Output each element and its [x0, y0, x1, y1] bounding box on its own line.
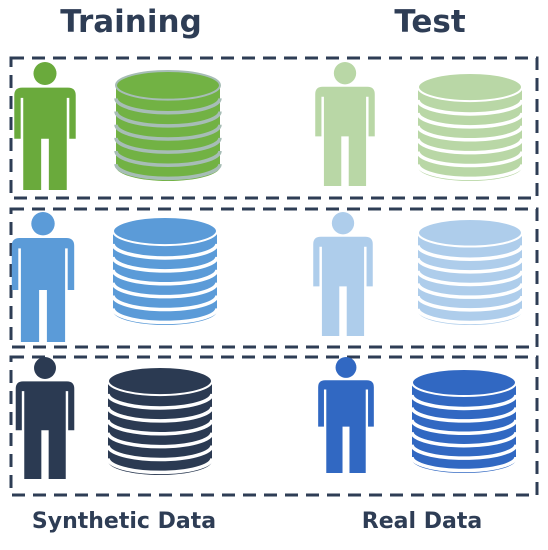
training-database-navy-icon — [106, 366, 214, 475]
test-heading: Test — [394, 4, 466, 40]
real-data-label: Real Data — [361, 509, 483, 534]
training-heading: Training — [60, 4, 202, 40]
synthetic-data-label: Synthetic Data — [31, 509, 217, 534]
test-person-green-icon — [315, 62, 375, 186]
test-database-green-icon — [416, 72, 524, 182]
training-person-green-icon — [14, 62, 76, 190]
row-icons — [11, 62, 524, 479]
row-frame-green — [9, 56, 539, 200]
test-database-blue-icon — [416, 218, 524, 325]
test-person-navy-icon — [318, 357, 374, 473]
training-database-green-icon — [114, 70, 222, 181]
training-person-navy-icon — [15, 357, 75, 479]
test-database-navy-icon — [410, 368, 518, 474]
row-frames — [9, 56, 539, 497]
training-person-blue-icon — [11, 212, 75, 342]
test-person-blue-icon — [313, 212, 373, 336]
training-database-blue-icon — [111, 216, 219, 325]
row-frame-blue — [9, 207, 539, 349]
row-frame-navy — [9, 355, 539, 497]
